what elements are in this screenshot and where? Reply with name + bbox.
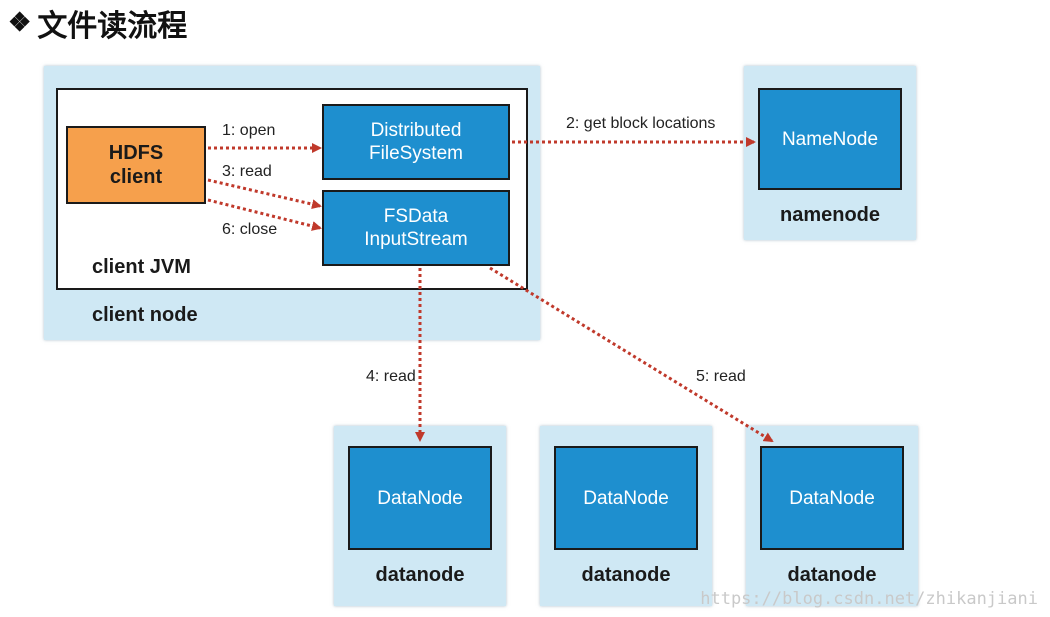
hdfs-client-line1: HDFS xyxy=(108,142,164,164)
hdfs-client-line2: client xyxy=(109,166,163,188)
datanode-box-label-3: DataNode xyxy=(789,487,875,509)
namenode-box: NameNode xyxy=(758,88,902,190)
datanode-box-label-2: DataNode xyxy=(583,487,669,509)
client-node-label: client node xyxy=(92,304,198,326)
step-open-label: 1: open xyxy=(222,122,276,139)
heading-text: 文件读流程 xyxy=(37,9,188,44)
datanode-box-1: DataNode xyxy=(348,446,492,550)
distributed-filesystem-box: Distributed FileSystem xyxy=(322,104,510,180)
diamond-bullet-icon: ❖ xyxy=(8,8,32,38)
datanode-box-3: DataNode xyxy=(760,446,904,550)
datanode-caption-1: datanode xyxy=(375,564,465,586)
datanode-caption-2: datanode xyxy=(581,564,671,586)
step-read-5-label: 5: read xyxy=(696,368,746,385)
fsdata-inputstream-line1: FSData xyxy=(383,206,449,227)
namenode-box-label: NameNode xyxy=(781,128,879,150)
watermark-text: https://blog.csdn.net/zhikanjiani xyxy=(700,589,1038,609)
client-jvm-label: client JVM xyxy=(92,256,191,278)
hdfs-client-box: HDFS client xyxy=(66,126,206,204)
step-read-3-label: 3: read xyxy=(222,163,272,180)
step-get-block-locations-label: 2: get block locations xyxy=(566,115,716,132)
fsdata-inputstream-box: FSData InputStream xyxy=(322,190,510,266)
distributed-filesystem-line1: Distributed xyxy=(370,120,462,141)
step-close-label: 6: close xyxy=(222,221,278,238)
datanode-caption-3: datanode xyxy=(787,564,877,586)
step-read-4-label: 4: read xyxy=(366,368,416,385)
datanode-box-2: DataNode xyxy=(554,446,698,550)
namenode-caption: namenode xyxy=(779,204,881,226)
page-heading: ❖ 文件读流程 xyxy=(8,2,187,44)
fsdata-inputstream-line2: InputStream xyxy=(364,229,468,250)
distributed-filesystem-line2: FileSystem xyxy=(369,143,463,164)
datanode-box-label-1: DataNode xyxy=(377,487,463,509)
